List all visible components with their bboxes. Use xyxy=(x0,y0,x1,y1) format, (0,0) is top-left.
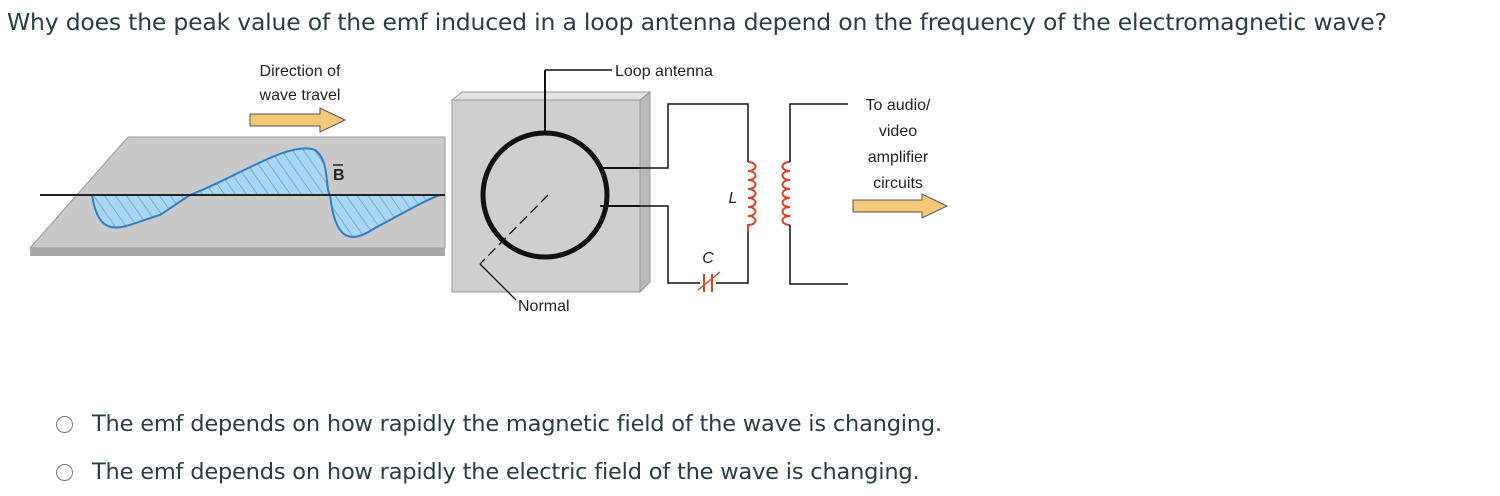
normal-label: Normal xyxy=(518,298,570,315)
normal-line: Normal xyxy=(479,194,570,315)
answer-text: The emf depends on how rapidly the elect… xyxy=(92,459,920,485)
antenna-diagram: B Direction of wave travel Loop antenna xyxy=(28,63,949,315)
loop-antenna-label: Loop antenna xyxy=(615,63,713,80)
inductor-label: L xyxy=(729,190,738,207)
output-label-line3: amplifier xyxy=(868,149,929,166)
loop-antenna: Loop antenna xyxy=(480,63,713,260)
output-label-line1: To audio/ xyxy=(866,97,931,114)
inductor-coil-icon xyxy=(747,161,791,232)
loop-antenna-figure: B Direction of wave travel Loop antenna xyxy=(0,50,1000,340)
radio-button[interactable] xyxy=(56,415,73,433)
capacitor-label: C xyxy=(702,250,714,267)
answer-option-electric[interactable]: The emf depends on how rapidly the elect… xyxy=(56,448,942,496)
b-field-label: B xyxy=(333,167,345,184)
question-text: Why does the peak value of the emf induc… xyxy=(7,8,1387,36)
answer-text: The emf depends on how rapidly the magne… xyxy=(92,411,942,437)
direction-label-line2: wave travel xyxy=(259,87,341,104)
output-arrow-icon xyxy=(852,193,949,219)
radio-button[interactable] xyxy=(56,463,73,481)
answer-option-magnetic[interactable]: The emf depends on how rapidly the magne… xyxy=(56,400,942,448)
direction-label-line1: Direction of xyxy=(260,63,341,80)
magnetic-wave: B xyxy=(40,147,445,238)
lc-circuit: C L xyxy=(640,103,848,292)
answer-list: The emf depends on how rapidly the magne… xyxy=(56,400,942,496)
direction-arrow-icon xyxy=(249,107,347,133)
output-label-line4: circuits xyxy=(873,175,923,192)
output-label-line2: video xyxy=(879,123,917,140)
